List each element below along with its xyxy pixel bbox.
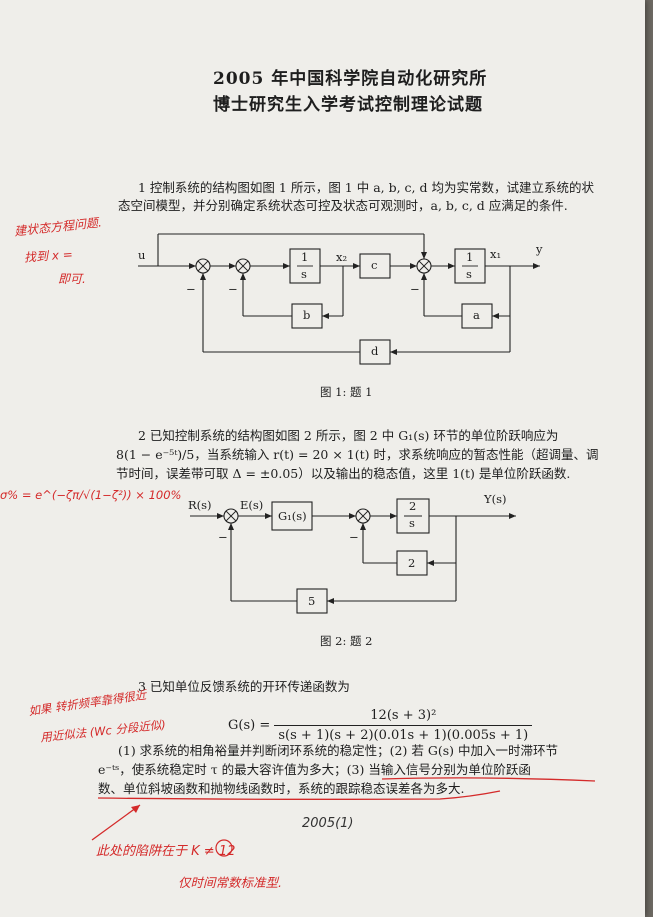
fig1-minus-3: − — [410, 282, 420, 296]
fig1-caption: 图 1: 题 1 — [320, 385, 373, 399]
fig1-block-c: c — [371, 258, 378, 272]
fig1-minus-1: − — [186, 282, 196, 296]
fig2-label-R: R(s) — [188, 498, 212, 512]
fig2-block-fb5: 5 — [308, 594, 316, 608]
annotation-overshoot-formula: σ% = e^(−ζπ/√(1−ζ²)) × 100% — [0, 488, 182, 502]
fig1-block2-num: 1 — [466, 250, 474, 264]
q3-line-2: (1) 求系统的相角裕量并判断闭环系统的稳定性；(2) 若 G(s) 中加入一时… — [118, 743, 558, 758]
fig2-minus-2: − — [349, 530, 359, 544]
annotation-trap-k: 此处的陷阱在于 K ≠ 12 — [96, 844, 236, 859]
fig2-minus-1: − — [218, 530, 228, 544]
q3-g-numerator: 12(s + 3)² — [274, 706, 533, 726]
q3-line-1: 3 已知单位反馈系统的开环传递函数为 — [138, 679, 350, 694]
q3-g-lhs: G(s) = — [228, 718, 271, 733]
q3-g-fraction: 12(s + 3)² s(s + 1)(s + 2)(0.01s + 1)(0.… — [274, 706, 533, 745]
annotation-that-is-enough: 即可. — [58, 272, 86, 286]
header-line-1: 2005 年中国科学院自动化研究所 — [213, 69, 488, 89]
fig1-block1-den: s — [301, 267, 307, 281]
fig2-block-num: 2 — [409, 499, 417, 513]
fig1-block1-num: 1 — [301, 250, 309, 264]
fig2-block-den: s — [409, 516, 415, 530]
fig1-block-a: a — [473, 308, 480, 322]
q1-line-2: 态空间模型，并分别确定系统状态可控及状态可观测时，a, b, c, d 应满足的… — [118, 198, 568, 213]
q3-line-4: 数、单位斜坡函数和抛物线函数时，系统的跟踪稳态误差各为多大. — [98, 781, 465, 796]
fig1-label-x2: x₂ — [336, 250, 348, 264]
q3-g-denominator: s(s + 1)(s + 2)(0.01s + 1)(0.005s + 1) — [278, 728, 529, 743]
fig2-block-G1: G₁(s) — [278, 509, 307, 523]
fig1-label-u: u — [138, 248, 146, 262]
fig1-block2-den: s — [466, 267, 472, 281]
fig1-block-b: b — [303, 308, 311, 322]
q3-transfer-function: G(s) = 12(s + 3)² s(s + 1)(s + 2)(0.01s … — [228, 706, 533, 745]
fig2-caption: 图 2: 题 2 — [320, 634, 373, 648]
fig1-label-x1: x₁ — [490, 247, 502, 261]
fig2-label-E: E(s) — [240, 498, 264, 512]
q2-line-1: 2 已知控制系统的结构图如图 2 所示，图 2 中 G₁(s) 环节的单位阶跃响… — [138, 428, 559, 443]
header-line-2: 博士研究生入学考试控制理论试题 — [213, 95, 483, 115]
fig1-block-d: d — [371, 344, 379, 358]
fig2-block-fb2: 2 — [408, 556, 416, 570]
q1-line-1: 1 控制系统的结构图如图 1 所示，图 1 中 a, b, c, d 均为实常数… — [138, 180, 594, 195]
q2-line-3: 节时间，误差带可取 Δ = ±0.05）以及输出的稳态值，这里 1(t) 是单位… — [116, 466, 571, 481]
q3-line-3: e⁻ᵗˢ，使系统稳定时 τ 的最大容许值为多大；(3) 当输入信号分别为单位阶跃… — [98, 762, 531, 777]
q2-line-2: 8(1 − e⁻⁵ᵗ)/5，当系统输入 r(t) = 20 × 1(t) 时，求… — [116, 447, 599, 462]
page-number: 2005(1) — [302, 816, 354, 831]
fig1-label-y: y — [536, 242, 543, 256]
fig1-minus-2: − — [228, 282, 238, 296]
fig2-label-Y: Y(s) — [484, 492, 507, 506]
annotation-find-x: 找到 x = — [23, 247, 74, 265]
annotation-time-constant: 仅时间常数标准型. — [178, 875, 282, 890]
